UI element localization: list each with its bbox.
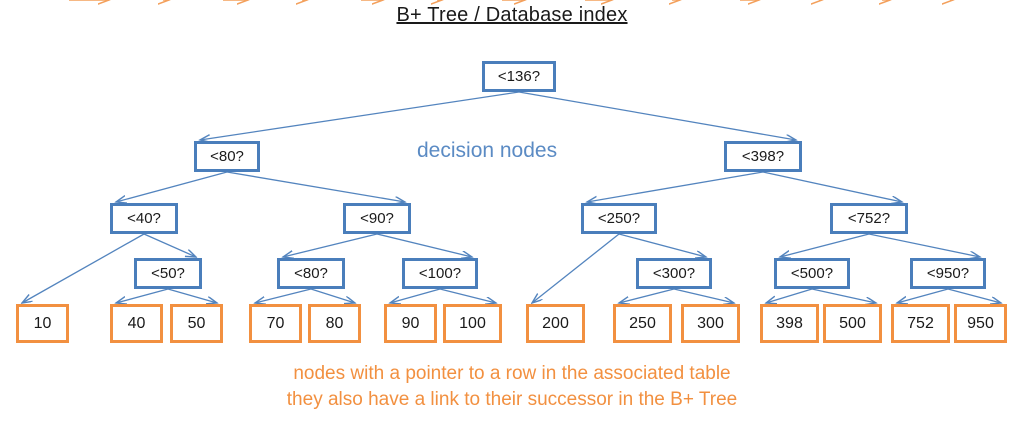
decision-node-n40[interactable]: <40? <box>110 203 178 234</box>
node-label: 90 <box>401 314 420 332</box>
39-l500[interactable]: 500 <box>823 304 882 343</box>
edge-n50-to-l50 <box>167 288 217 303</box>
39-l752[interactable]: 752 <box>891 304 950 343</box>
edge-n90-to-n80b <box>283 233 378 257</box>
edge-n40-to-l10 <box>22 233 145 303</box>
node-label: <398? <box>741 148 785 165</box>
39-l950[interactable]: 950 <box>954 304 1007 343</box>
decision-node-n752[interactable]: <752? <box>830 203 908 234</box>
edge-n300-to-l300 <box>673 288 734 303</box>
decision-node-n100[interactable]: <100? <box>402 258 478 289</box>
edge-n90-to-n100 <box>376 233 472 257</box>
edge-n80a-to-n90 <box>226 171 405 202</box>
edge-n752-to-n500 <box>780 233 870 257</box>
decision-node-n398[interactable]: <398? <box>724 141 802 172</box>
node-label: <300? <box>652 265 696 282</box>
decision-node-n90[interactable]: <90? <box>343 203 411 234</box>
node-label: 200 <box>542 314 569 332</box>
edge-n100-to-l100 <box>439 288 496 303</box>
39-l70[interactable]: 70 <box>249 304 302 343</box>
decision-node-n500[interactable]: <500? <box>774 258 850 289</box>
node-label: 40 <box>127 314 146 332</box>
edge-n950-to-l752 <box>897 288 949 303</box>
edge-n300-to-l250 <box>619 288 675 303</box>
edge-n136-to-n80a <box>200 91 520 140</box>
39-l10[interactable]: 10 <box>16 304 69 343</box>
39-l250[interactable]: 250 <box>613 304 672 343</box>
39-l200[interactable]: 200 <box>526 304 585 343</box>
node-label: 250 <box>629 314 656 332</box>
node-label: <40? <box>127 210 161 227</box>
39-l40[interactable]: 40 <box>110 304 163 343</box>
page-title: B+ Tree / Database index <box>396 4 628 26</box>
decision-node-n50[interactable]: <50? <box>134 258 202 289</box>
node-label: 950 <box>967 314 994 332</box>
node-label: 398 <box>776 314 803 332</box>
node-label: 10 <box>33 314 52 332</box>
39-l90[interactable]: 90 <box>384 304 437 343</box>
decision-node-n950[interactable]: <950? <box>910 258 986 289</box>
node-label: <80? <box>210 148 244 165</box>
node-label: <50? <box>151 265 185 282</box>
39-l100[interactable]: 100 <box>443 304 502 343</box>
node-label: <90? <box>360 210 394 227</box>
node-label: <950? <box>926 265 970 282</box>
node-label: <80? <box>294 265 328 282</box>
node-label: 752 <box>907 314 934 332</box>
node-label: <100? <box>418 265 462 282</box>
edge-n500-to-l500 <box>811 288 876 303</box>
edge-n250-to-n300 <box>618 233 706 257</box>
edge-n398-to-n250 <box>587 171 764 202</box>
edge-n398-to-n752 <box>762 171 902 202</box>
node-label: 300 <box>697 314 724 332</box>
edge-n100-to-l90 <box>390 288 441 303</box>
decision-node-n136[interactable]: <136? <box>482 61 556 92</box>
node-label: 80 <box>325 314 344 332</box>
39-l398[interactable]: 398 <box>760 304 819 343</box>
39-l300[interactable]: 300 <box>681 304 740 343</box>
node-label: 500 <box>839 314 866 332</box>
node-label: <136? <box>497 68 541 85</box>
edge-n136-to-n398 <box>518 91 796 140</box>
edge-n50-to-l40 <box>116 288 169 303</box>
node-label: 50 <box>187 314 206 332</box>
node-label: 70 <box>266 314 285 332</box>
edge-n752-to-n950 <box>868 233 980 257</box>
edge-n80b-to-l80 <box>310 288 355 303</box>
decision-node-n300[interactable]: <300? <box>636 258 712 289</box>
edge-n80b-to-l70 <box>255 288 312 303</box>
edge-n80a-to-n40 <box>116 171 228 202</box>
node-label: <500? <box>790 265 834 282</box>
39-l50[interactable]: 50 <box>170 304 223 343</box>
39-l80[interactable]: 80 <box>308 304 361 343</box>
node-label: 100 <box>459 314 486 332</box>
decision-node-n80a[interactable]: <80? <box>194 141 260 172</box>
decision-node-n250[interactable]: <250? <box>581 203 657 234</box>
caption-line-2: they also have a link to their successor… <box>286 389 738 410</box>
edge-n250-to-l200 <box>532 233 620 303</box>
node-label: <250? <box>597 210 641 227</box>
node-label: <752? <box>847 210 891 227</box>
caption-line-1: nodes with a pointer to a row in the ass… <box>293 363 731 384</box>
decision-nodes-label: decision nodes <box>417 139 558 162</box>
edge-n500-to-l398 <box>766 288 813 303</box>
edge-n40-to-n50 <box>143 233 196 257</box>
decision-node-n80b[interactable]: <80? <box>277 258 345 289</box>
edge-n950-to-l950 <box>947 288 1001 303</box>
